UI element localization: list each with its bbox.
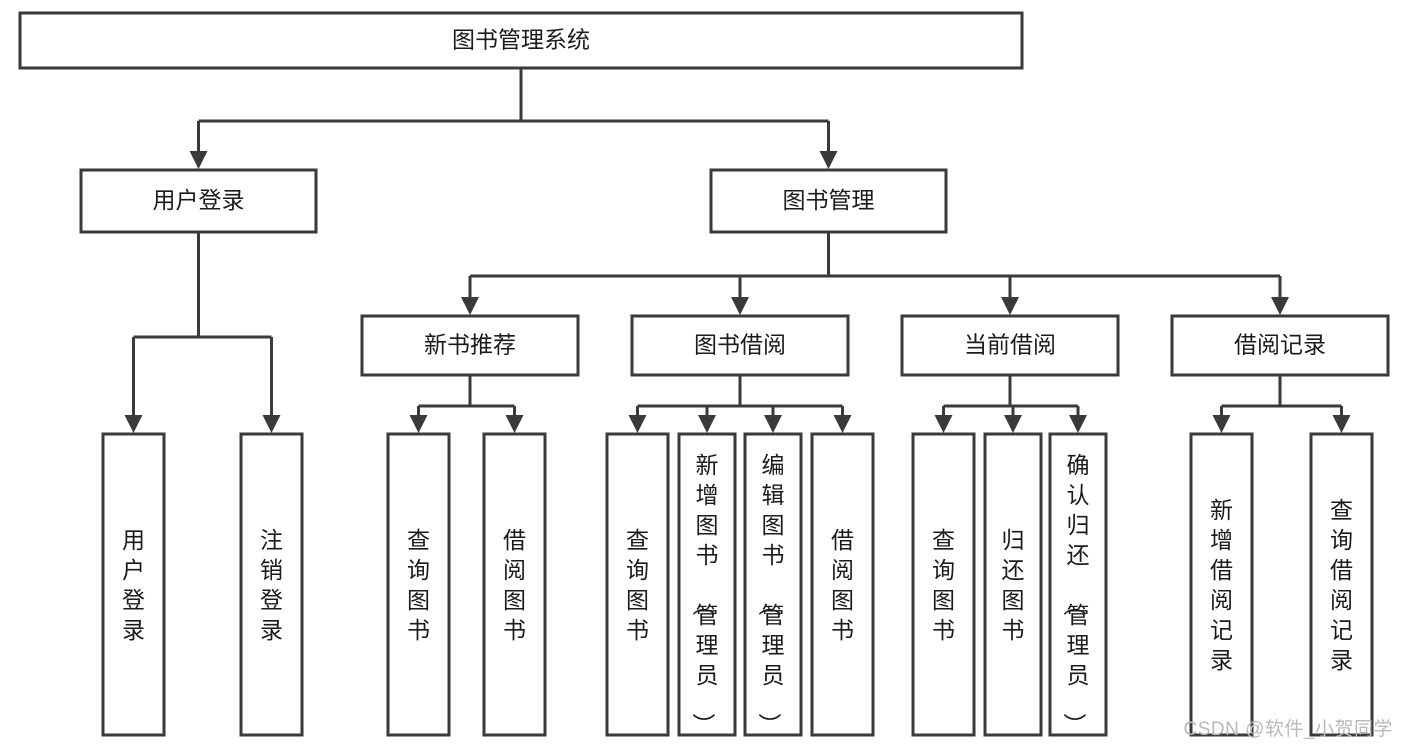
node-label: 图书管理系统 <box>452 27 590 53</box>
node-label: 借阅记录 <box>1234 332 1326 358</box>
node-box <box>1309 432 1374 737</box>
connector-layer <box>124 68 1351 433</box>
node-label: 当前借阅 <box>964 332 1056 358</box>
node-label: 新增图书（管理员） <box>691 452 719 736</box>
node-leaf-rec-borrow[interactable]: 借阅图书 <box>482 432 547 737</box>
node-box <box>18 11 1024 70</box>
node-label: 注销登录 <box>260 527 283 643</box>
node-box <box>360 314 580 377</box>
node-leaf-cb-query[interactable]: 查询图书 <box>911 432 976 737</box>
node-label: 新增借阅记录 <box>1210 497 1233 673</box>
csdn-watermark: CSDN @软件_小贺同学 <box>1183 719 1393 740</box>
node-box <box>911 432 976 737</box>
node-label: 借阅图书 <box>503 527 526 643</box>
node-box <box>605 432 670 737</box>
node-box <box>810 432 875 737</box>
node-box <box>630 314 850 377</box>
node-label: 查询借阅记录 <box>1330 497 1353 673</box>
node-label: 图书借阅 <box>694 332 786 358</box>
node-label: 用户登录 <box>122 527 145 643</box>
node-label: 新书推荐 <box>424 332 516 358</box>
node-l3-book-borrow[interactable]: 图书借阅 <box>630 314 850 377</box>
node-label: 查询图书 <box>407 527 430 643</box>
node-l2-book-mgmt[interactable]: 图书管理 <box>709 168 948 234</box>
node-box <box>239 432 304 737</box>
node-l3-new-book-rec[interactable]: 新书推荐 <box>360 314 580 377</box>
node-root[interactable]: 图书管理系统 <box>18 11 1024 70</box>
node-box <box>709 168 948 234</box>
node-label: 图书管理 <box>783 187 875 213</box>
node-leaf-bb-borrow[interactable]: 借阅图书 <box>810 432 875 737</box>
node-label: 确认归还（管理员） <box>1062 452 1090 736</box>
node-leaf-cb-return[interactable]: 归还图书 <box>983 432 1043 737</box>
node-leaf-rec-query[interactable]: 查询图书 <box>386 432 451 737</box>
node-l3-borrow-record[interactable]: 借阅记录 <box>1170 314 1390 377</box>
node-label: 借阅图书 <box>831 527 854 643</box>
node-leaf-bb-add[interactable]: 新增图书（管理员） <box>677 432 737 737</box>
node-label: 查询图书 <box>626 527 649 643</box>
node-l3-current-borrow[interactable]: 当前借阅 <box>900 314 1120 377</box>
node-leaf-br-query[interactable]: 查询借阅记录 <box>1309 432 1374 737</box>
node-box <box>482 432 547 737</box>
node-box <box>79 168 318 234</box>
node-leaf-bb-query[interactable]: 查询图书 <box>605 432 670 737</box>
node-box <box>101 432 166 737</box>
node-layer: 图书管理系统用户登录图书管理新书推荐图书借阅当前借阅借阅记录用户登录注销登录查询… <box>18 11 1390 737</box>
node-box <box>1170 314 1390 377</box>
node-box <box>983 432 1043 737</box>
node-box <box>900 314 1120 377</box>
node-leaf-cb-confirm[interactable]: 确认归还（管理员） <box>1048 432 1108 737</box>
node-label: 编辑图书（管理员） <box>757 452 785 736</box>
node-label: 用户登录 <box>153 187 245 213</box>
node-box <box>1048 432 1108 737</box>
node-box <box>1189 432 1254 737</box>
node-label: 查询图书 <box>932 527 955 643</box>
node-leaf-bb-edit[interactable]: 编辑图书（管理员） <box>743 432 803 737</box>
node-l2-user-login[interactable]: 用户登录 <box>79 168 318 234</box>
node-box <box>743 432 803 737</box>
node-label: 归还图书 <box>1002 527 1025 643</box>
node-leaf-br-add[interactable]: 新增借阅记录 <box>1189 432 1254 737</box>
node-leaf-logout[interactable]: 注销登录 <box>239 432 304 737</box>
node-box <box>677 432 737 737</box>
node-leaf-user-login[interactable]: 用户登录 <box>101 432 166 737</box>
node-box <box>386 432 451 737</box>
